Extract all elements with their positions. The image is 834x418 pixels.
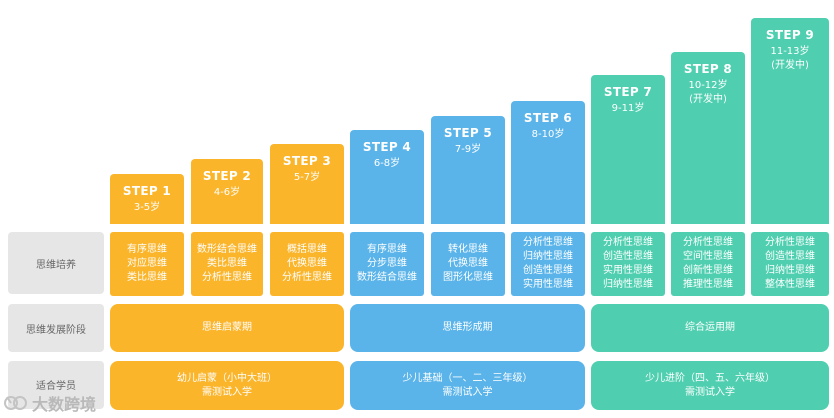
step-age: 11-13岁: [770, 46, 810, 57]
thinking-item: 实用性思维: [523, 279, 573, 290]
thinking-item: 归纳性思维: [765, 265, 815, 276]
thinking-item: 图形化思维: [443, 272, 493, 283]
thinking-item: 分析性思维: [683, 237, 733, 248]
logo-icon: [4, 396, 27, 410]
step-title: STEP 5: [443, 126, 493, 140]
thinking-cell-6: 分析性思维 归纳性思维 创造性思维 实用性思维: [511, 232, 585, 296]
student-band-3: 少儿进阶（四、五、六年级） 需测试入学: [591, 361, 829, 410]
thinking-cell-5: 转化思维 代换思维 图形化思维: [431, 232, 505, 296]
step-note: (开发中): [771, 60, 809, 71]
step-1-header: STEP 1 3-5岁: [110, 174, 184, 224]
student-band-2: 少儿基础（一、二、三年级） 需测试入学: [350, 361, 585, 410]
step-3-header: STEP 3 5-7岁: [270, 144, 344, 224]
student-level: 少儿基础（一、二、三年级）: [402, 372, 533, 384]
thinking-item: 代换思维: [448, 258, 488, 269]
student-level: 幼儿启蒙（小中大班）: [177, 372, 277, 384]
step-age: 7-9岁: [454, 144, 482, 155]
step-6-header: STEP 6 8-10岁: [511, 101, 585, 224]
row-label-student: 适合学员: [8, 361, 104, 409]
stage-band-1: 思维启蒙期: [110, 304, 344, 352]
step-title: STEP 6: [523, 111, 573, 125]
step-title: STEP 1: [122, 184, 172, 198]
row-label-thinking: 思维培养: [8, 232, 104, 294]
thinking-item: 创造性思维: [765, 251, 815, 262]
thinking-item: 数形结合思维: [357, 272, 417, 283]
thinking-item: 创新性思维: [683, 265, 733, 276]
thinking-cell-9: 分析性思维 创造性思维 归纳性思维 整体性思维: [751, 232, 829, 296]
thinking-item: 代换思维: [287, 258, 327, 269]
thinking-item: 类比思维: [127, 272, 167, 283]
thinking-cell-4: 有序思维 分步思维 数形结合思维: [350, 232, 424, 296]
thinking-item: 空间性思维: [683, 251, 733, 262]
thinking-item: 整体性思维: [765, 279, 815, 290]
step-note: (开发中): [689, 94, 727, 105]
thinking-item: 实用性思维: [603, 265, 653, 276]
step-age: 5-7岁: [293, 172, 321, 183]
thinking-item: 有序思维: [127, 244, 167, 255]
thinking-cell-8: 分析性思维 空间性思维 创新性思维 推理性思维: [671, 232, 745, 296]
step-age: 4-6岁: [213, 187, 241, 198]
row-label-stage: 思维发展阶段: [8, 304, 104, 352]
step-title: STEP 9: [765, 28, 815, 42]
stage-label: 思维形成期: [442, 322, 493, 333]
thinking-item: 分析性思维: [202, 272, 252, 283]
stage-band-3: 综合运用期: [591, 304, 829, 352]
student-band-1: 幼儿启蒙（小中大班） 需测试入学: [110, 361, 344, 410]
step-age: 9-11岁: [611, 103, 645, 114]
thinking-item: 分析性思维: [603, 237, 653, 248]
thinking-item: 概括思维: [287, 244, 327, 255]
thinking-item: 归纳性思维: [603, 279, 653, 290]
stage-label: 综合运用期: [685, 322, 735, 333]
thinking-cell-7: 分析性思维 创造性思维 实用性思维 归纳性思维: [591, 232, 665, 296]
student-test: 需测试入学: [202, 386, 252, 398]
thinking-item: 分析性思维: [282, 272, 332, 283]
thinking-item: 创造性思维: [603, 251, 653, 262]
thinking-item: 创造性思维: [523, 265, 573, 276]
thinking-item: 数形结合思维: [197, 244, 257, 255]
step-title: STEP 4: [362, 140, 412, 154]
step-7-header: STEP 7 9-11岁: [591, 75, 665, 224]
thinking-item: 转化思维: [448, 244, 488, 255]
step-9-header: STEP 9 11-13岁 (开发中): [751, 18, 829, 224]
stage-band-2: 思维形成期: [350, 304, 585, 352]
thinking-item: 分步思维: [367, 258, 407, 269]
student-test: 需测试入学: [442, 386, 493, 398]
step-2-header: STEP 2 4-6岁: [191, 159, 263, 224]
thinking-cell-1: 有序思维 对应思维 类比思维: [110, 232, 184, 296]
step-title: STEP 2: [202, 169, 252, 183]
thinking-item: 分析性思维: [523, 237, 573, 248]
thinking-item: 归纳性思维: [523, 251, 573, 262]
step-title: STEP 7: [603, 85, 653, 99]
thinking-item: 对应思维: [127, 258, 167, 269]
step-4-header: STEP 4 6-8岁: [350, 130, 424, 224]
thinking-item: 推理性思维: [683, 279, 733, 290]
thinking-cell-3: 概括思维 代换思维 分析性思维: [270, 232, 344, 296]
step-title: STEP 8: [683, 62, 733, 76]
thinking-item: 类比思维: [207, 258, 247, 269]
step-5-header: STEP 5 7-9岁: [431, 116, 505, 224]
student-level: 少儿进阶（四、五、六年级）: [645, 372, 775, 384]
step-8-header: STEP 8 10-12岁 (开发中): [671, 52, 745, 224]
step-age: 10-12岁: [688, 80, 728, 91]
thinking-cell-2: 数形结合思维 类比思维 分析性思维: [191, 232, 263, 296]
student-test: 需测试入学: [685, 386, 735, 398]
brand-logo: 大数跨境: [4, 392, 96, 414]
step-age: 3-5岁: [133, 202, 161, 213]
step-title: STEP 3: [282, 154, 332, 168]
step-age: 6-8岁: [373, 158, 401, 169]
step-age: 8-10岁: [531, 129, 565, 140]
logo-text: 大数跨境: [32, 395, 97, 414]
thinking-item: 分析性思维: [765, 237, 815, 248]
thinking-item: 有序思维: [367, 244, 407, 255]
stage-label: 思维启蒙期: [202, 322, 252, 333]
